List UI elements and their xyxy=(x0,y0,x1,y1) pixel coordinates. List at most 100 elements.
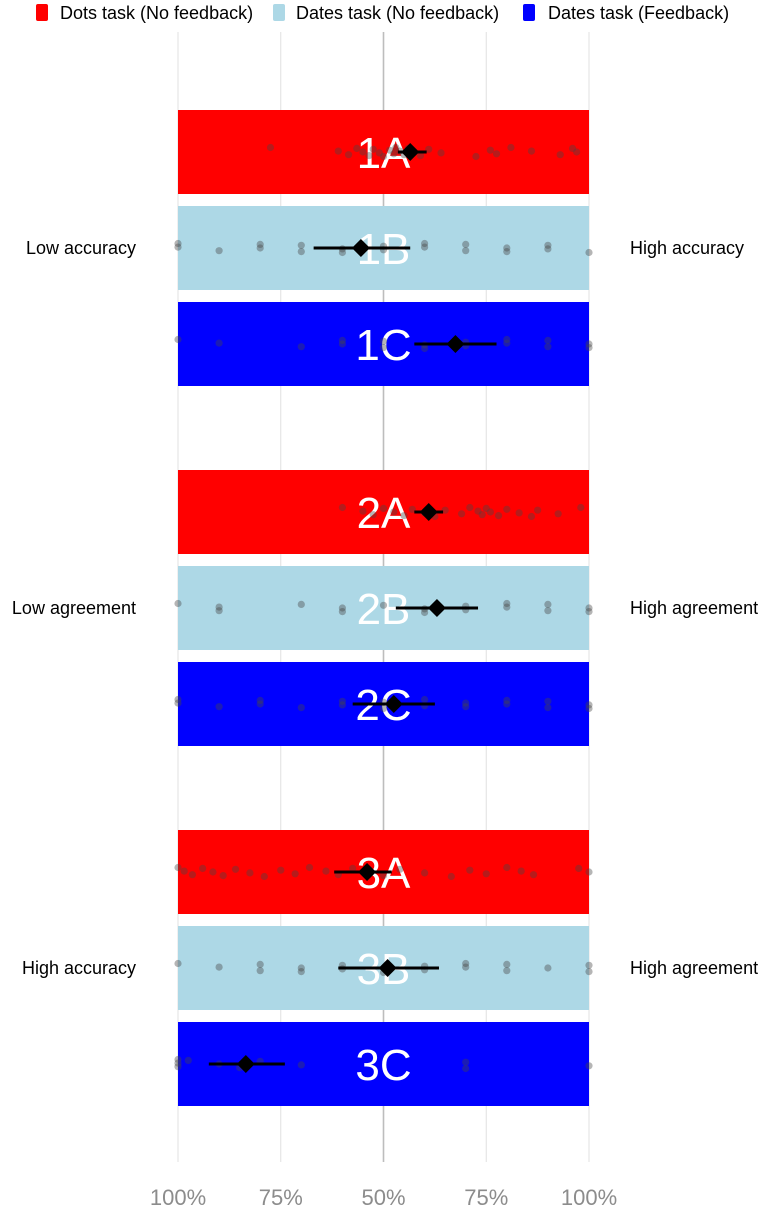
legend-key-2 xyxy=(273,4,285,21)
data-point-3A-24 xyxy=(517,867,525,875)
data-point-1B-14 xyxy=(462,247,470,255)
x-tick-label-4: 75% xyxy=(464,1185,508,1209)
data-point-1A-17 xyxy=(416,152,425,160)
data-point-1A-27 xyxy=(573,148,581,156)
data-point-1C-1 xyxy=(174,335,182,344)
data-point-1A-3 xyxy=(344,151,353,159)
data-point-2A-19 xyxy=(515,509,523,517)
mean-marker-3B xyxy=(378,959,397,977)
data-point-3B-3 xyxy=(256,967,264,975)
data-point-1A-2 xyxy=(334,147,342,155)
data-point-2A-7 xyxy=(408,505,416,513)
data-point-1A-22 xyxy=(492,150,501,158)
data-point-3A-7 xyxy=(231,865,240,873)
data-point-2A-3 xyxy=(369,511,377,519)
data-point-2A-14 xyxy=(478,511,486,519)
data-point-1C-3 xyxy=(297,343,305,351)
bar-2B xyxy=(178,566,589,650)
data-point-2A-16 xyxy=(486,508,494,516)
data-point-3A-10 xyxy=(277,866,285,874)
data-point-2A-2 xyxy=(359,507,367,515)
data-point-3B-17 xyxy=(585,968,593,976)
bar-2A xyxy=(178,470,589,554)
data-point-1B-19 xyxy=(544,245,552,253)
data-point-2C-12 xyxy=(421,695,429,704)
data-point-3C-3 xyxy=(174,1063,182,1071)
data-point-2A-23 xyxy=(577,503,585,512)
data-point-3A-4 xyxy=(199,864,207,873)
data-point-3B-18 xyxy=(585,961,593,969)
data-point-1C-6 xyxy=(379,344,388,352)
data-point-2C-16 xyxy=(503,700,511,708)
data-point-1C-4 xyxy=(338,336,346,344)
data-point-2B-1 xyxy=(174,599,182,608)
data-point-2C-14 xyxy=(462,703,470,711)
data-point-1B-5 xyxy=(256,244,264,252)
data-point-1A-8 xyxy=(375,149,383,157)
data-point-2A-12 xyxy=(466,503,474,512)
data-point-3B-5 xyxy=(297,964,305,972)
data-point-1B-9 xyxy=(338,248,346,257)
data-point-2B-16 xyxy=(585,604,593,612)
legend-label-2: Dates task (No feedback) xyxy=(296,3,499,23)
data-point-2B-7 xyxy=(379,601,388,609)
data-point-2A-1 xyxy=(338,503,346,512)
data-point-3C-8 xyxy=(297,1061,305,1069)
mean-marker-2C xyxy=(384,695,403,713)
data-point-1A-9 xyxy=(379,152,388,161)
data-point-1C-7 xyxy=(379,337,388,345)
data-point-3A-1 xyxy=(174,863,182,872)
data-point-2B-2 xyxy=(215,603,223,611)
data-point-1B-16 xyxy=(503,244,511,252)
group-1-left-label: Low accuracy xyxy=(26,238,136,258)
data-point-2C-13 xyxy=(462,699,470,707)
legend-key-3 xyxy=(523,4,535,21)
mean-marker-2B xyxy=(427,599,446,617)
mean-marker-1C xyxy=(446,335,465,353)
legend-label-1: Dots task (No feedback) xyxy=(60,3,253,23)
data-point-1A-18 xyxy=(425,145,433,153)
data-point-1A-4 xyxy=(353,144,361,152)
data-point-1C-2 xyxy=(215,339,223,347)
data-point-3B-2 xyxy=(215,963,223,971)
data-point-2A-20 xyxy=(527,512,536,521)
group-3-left-label: High accuracy xyxy=(22,958,136,978)
data-point-3C-1 xyxy=(174,1055,182,1064)
data-point-2B-3 xyxy=(215,607,223,615)
data-point-2B-15 xyxy=(544,600,552,609)
data-point-1A-20 xyxy=(472,152,480,161)
data-point-1A-24 xyxy=(527,147,536,155)
data-point-1A-1 xyxy=(266,143,275,152)
bar-1C xyxy=(178,302,589,386)
data-point-2A-18 xyxy=(503,505,511,513)
data-point-3A-17 xyxy=(379,872,388,880)
data-point-3B-6 xyxy=(297,968,305,976)
data-point-3A-5 xyxy=(209,868,217,876)
mean-marker-3C xyxy=(236,1055,255,1073)
data-point-2B-14 xyxy=(544,607,552,615)
data-point-2C-8 xyxy=(338,701,346,709)
data-point-1A-11 xyxy=(390,150,398,158)
data-point-1C-16 xyxy=(585,340,593,348)
data-point-1C-12 xyxy=(503,335,511,344)
data-point-2C-2 xyxy=(174,699,182,707)
data-point-1A-7 xyxy=(369,145,377,153)
data-point-3B-1 xyxy=(174,959,182,968)
data-point-1B-17 xyxy=(503,248,511,256)
data-point-1A-21 xyxy=(486,146,494,154)
data-point-2B-5 xyxy=(338,604,346,612)
data-point-3C-4 xyxy=(184,1056,192,1064)
data-point-1B-2 xyxy=(174,243,182,251)
data-point-2A-6 xyxy=(400,511,408,520)
data-point-3B-4 xyxy=(256,960,264,969)
data-point-3C-10 xyxy=(462,1058,470,1066)
data-point-1C-17 xyxy=(585,344,593,352)
data-point-2C-3 xyxy=(215,703,223,711)
data-point-1B-15 xyxy=(462,240,470,248)
data-point-2C-7 xyxy=(338,697,346,705)
data-point-3C-9 xyxy=(462,1064,470,1073)
data-point-1C-14 xyxy=(544,343,552,351)
data-point-3A-18 xyxy=(396,865,404,873)
x-tick-label-2: 75% xyxy=(259,1185,303,1209)
data-point-1B-12 xyxy=(421,239,429,248)
